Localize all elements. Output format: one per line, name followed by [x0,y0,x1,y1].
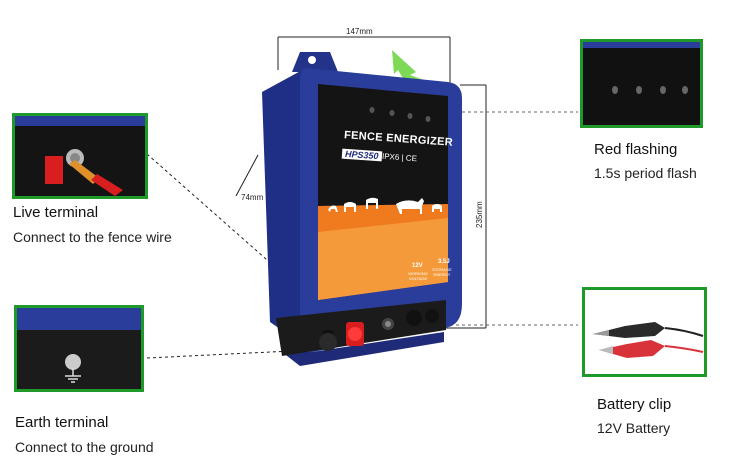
battery-clip-closeup [585,290,704,374]
indicator-lights-closeup [583,42,700,125]
voltage-label: WORKING VOLTAGE [408,271,428,281]
battery-clip-title: Battery clip [597,396,672,413]
red-flashing-title: Red flashing [594,141,678,158]
depth-dimension-label: 74mm [241,193,264,202]
live-terminal-description: Connect to the fence wire [13,229,172,245]
red-flashing-thumbnail [580,39,703,128]
width-dimension-label: 147mm [346,27,373,36]
energy-value: 3.5J [438,259,450,265]
live-terminal-title: Live terminal [13,204,99,221]
live-terminal-closeup [15,116,145,196]
voltage-value: 12V [412,263,423,269]
up-arrow-icon [392,50,424,80]
battery-clip-thumbnail [582,287,707,377]
earth-terminal-title: Earth terminal [15,414,109,431]
energy-label: STORAGE ENERGY [432,267,452,277]
red-flashing-description: 1.5s period flash [594,165,697,181]
earth-terminal-thumbnail [14,305,144,392]
live-terminal-thumbnail [12,113,148,199]
earth-terminal-closeup [17,308,141,389]
earth-terminal-description: Connect to the ground [15,439,154,455]
battery-clip-description: 12V Battery [597,420,671,436]
